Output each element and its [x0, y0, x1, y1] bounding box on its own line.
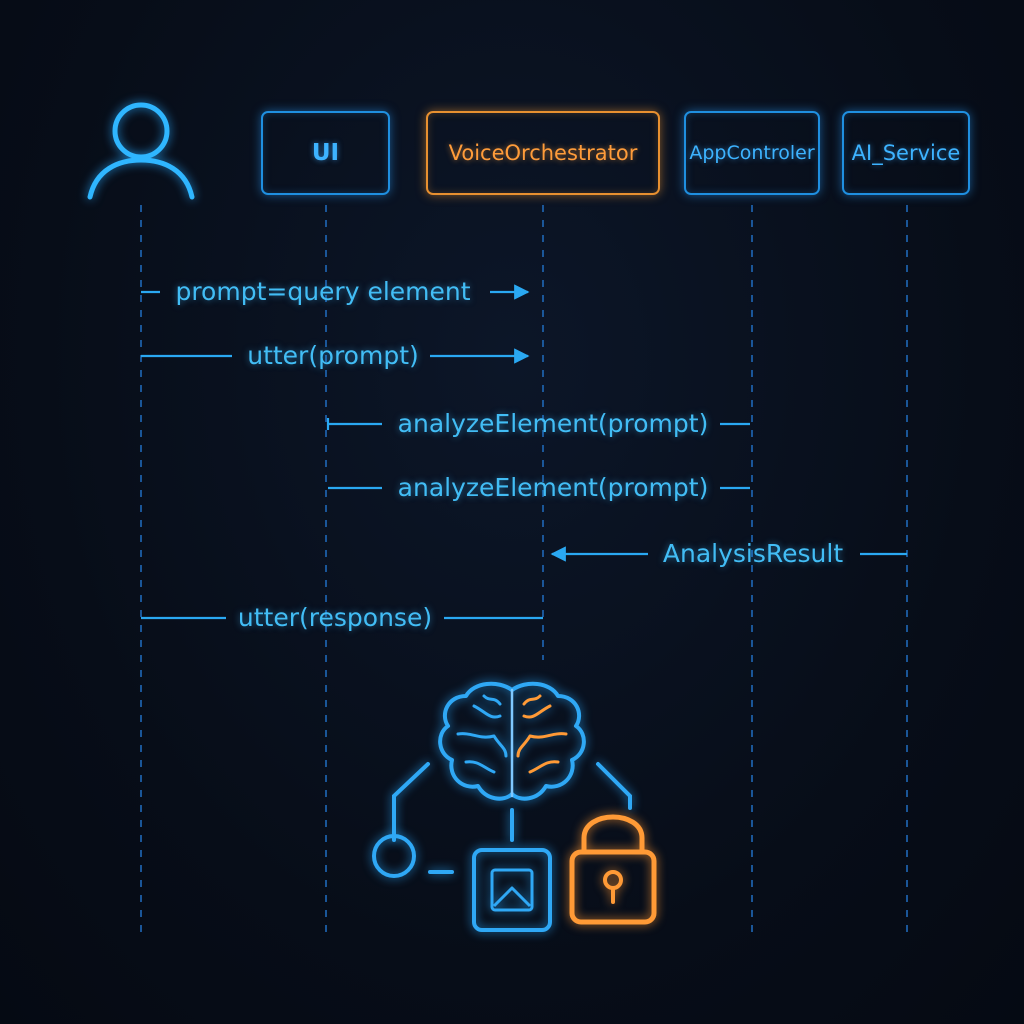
node-icon	[372, 834, 416, 878]
message-label-1: prompt=query element	[175, 277, 471, 306]
connector-right	[596, 762, 632, 810]
ai-illustration	[372, 681, 657, 932]
message-label-3: analyzeElement(prompt)	[397, 409, 709, 438]
message-label-5: AnalysisResult	[662, 539, 844, 568]
user-icon	[87, 102, 195, 200]
participant-ai-service: AI_Service	[842, 111, 970, 195]
message-arrow-3	[326, 418, 750, 430]
image-icon	[472, 848, 552, 932]
participant-voice-orchestrator: VoiceOrchestrator	[426, 111, 660, 195]
brain-icon	[438, 681, 586, 801]
participant-ui: UI	[261, 111, 390, 195]
message-label-4: analyzeElement(prompt)	[397, 473, 709, 502]
message-label-2: utter(prompt)	[247, 341, 419, 370]
connector-left	[392, 762, 430, 842]
lock-icon	[569, 814, 657, 925]
participant-app-controler: AppControler	[684, 111, 820, 195]
message-label-6: utter(response)	[237, 603, 433, 632]
